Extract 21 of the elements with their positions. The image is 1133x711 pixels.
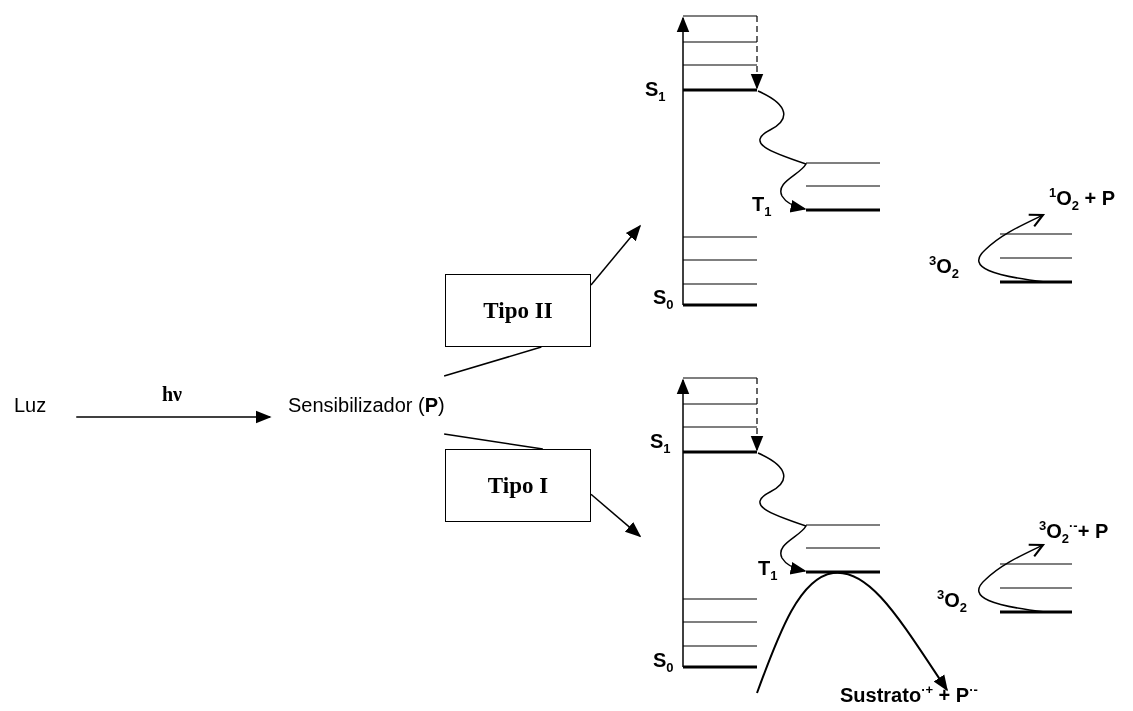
state-label: $^{3}$O$_{2}$ — [929, 254, 960, 280]
arrow — [590, 224, 641, 286]
product-label: $^{1}$O$_{2}$ + P — [1049, 186, 1116, 212]
state-label: T$_{1}$ — [758, 558, 778, 582]
sensitizer-label: Sensibilizador (P) — [288, 376, 445, 434]
state-label: S$_{0}$ — [653, 287, 674, 311]
arrow — [75, 410, 272, 424]
connector-line — [443, 346, 543, 377]
state-label: $^{3}$O$_{2}$ — [937, 588, 968, 614]
state-label: S$_{1}$ — [650, 431, 671, 455]
edge-label: hν — [160, 384, 185, 404]
state-label: T$_{1}$ — [752, 194, 772, 218]
connector-line — [443, 433, 544, 450]
process-box: Tipo I — [445, 449, 591, 522]
product-label: Sustrato$^{·+}$ + P$^{·-}$ — [840, 683, 978, 705]
state-label: S$_{0}$ — [653, 650, 674, 674]
process-box: Tipo II — [445, 274, 591, 347]
state-label: S$_{1}$ — [645, 79, 666, 103]
source-label: Luz — [14, 394, 47, 416]
arrow — [590, 493, 642, 538]
product-label: $^{3}$O$_{2}$$^{·-}$+ P — [1039, 519, 1109, 545]
